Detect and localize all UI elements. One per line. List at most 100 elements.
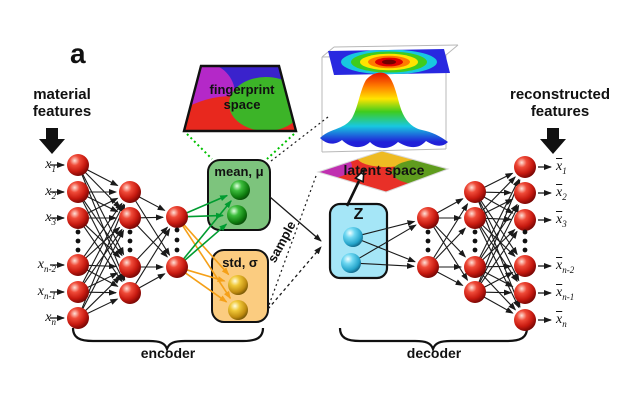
neuron-node: [514, 156, 536, 178]
network-edge: [84, 276, 121, 313]
ellipsis-dot: [425, 229, 431, 235]
ellipsis-dot: [472, 238, 478, 244]
neuron-node: [119, 282, 141, 304]
neuron-node: [417, 207, 439, 229]
input-label-xn2: xn-2: [37, 257, 56, 274]
input-label-x3: x3: [45, 210, 56, 227]
network-edge: [85, 195, 119, 213]
ellipsis-dot: [522, 247, 528, 253]
network-edge: [183, 223, 228, 262]
latent-z-node: [343, 227, 363, 247]
network-edge: [483, 263, 513, 270]
network-edge: [183, 271, 228, 303]
network-edge: [82, 225, 123, 283]
network-edge: [482, 172, 514, 189]
ellipsis-dot: [127, 229, 133, 235]
network-edge: [85, 168, 119, 187]
network-edge: [482, 295, 514, 314]
network-edge: [82, 199, 123, 257]
std-box-label: std, σ: [222, 255, 258, 270]
std-to-z-sample-line: [267, 246, 322, 310]
network-edge: [84, 223, 121, 259]
fingerprint-space-label: fingerprint space: [209, 82, 275, 112]
encoder-brace: [71, 327, 265, 353]
network-edge: [361, 220, 416, 236]
zoom-connector-lines: [186, 116, 329, 306]
neuron-node: [166, 206, 188, 228]
network-edge: [185, 268, 226, 282]
network-nodes: [67, 154, 536, 331]
network-edge: [182, 200, 232, 261]
network-edge: [482, 271, 514, 289]
ellipsis-dot: [75, 247, 81, 253]
network-edge: [135, 224, 169, 258]
network-edge: [432, 225, 469, 282]
z-box-label: Z: [353, 206, 364, 223]
neuron-node: [514, 255, 536, 277]
network-edge: [81, 203, 125, 285]
ellipsis-dot: [75, 229, 81, 235]
neuron-node: [67, 254, 89, 276]
ellipsis-dot: [522, 229, 528, 235]
output-label-xn1: xn-1: [556, 285, 575, 302]
neuron-node: [514, 282, 536, 304]
material-features-caption: material features: [32, 86, 92, 121]
ellipsis-dot: [174, 247, 180, 253]
input-label-x2: x2: [45, 184, 56, 201]
network-edge: [480, 273, 517, 311]
network-edge: [478, 204, 520, 285]
latent-space-label: latent space: [343, 162, 425, 178]
network-edge: [435, 270, 464, 286]
network-edge: [480, 176, 516, 212]
network-edge: [479, 230, 518, 285]
network-edge: [83, 171, 121, 209]
network-edge: [181, 224, 231, 300]
network-edge: [435, 198, 464, 215]
network-edges: [50, 162, 552, 323]
mean-box-label: mean, μ: [214, 164, 264, 179]
reconstructed-features-arrow-icon: [540, 128, 566, 154]
network-edge: [478, 178, 520, 260]
network-edge: [81, 172, 125, 256]
network-edge: [81, 229, 125, 311]
neuron-node: [67, 207, 89, 229]
network-edge: [135, 226, 169, 261]
decoder-brace: [338, 327, 529, 353]
ellipsis-dot: [425, 238, 431, 244]
neuron-node: [166, 256, 188, 278]
neuron-node: [119, 256, 141, 278]
neuron-node: [514, 182, 536, 204]
ellipsis-dot: [127, 238, 133, 244]
latent-z-node: [341, 253, 361, 273]
network-edge: [85, 298, 119, 315]
neuron-node: [464, 281, 486, 303]
output-label-xn2: xn-2: [556, 258, 575, 275]
neuron-node: [464, 181, 486, 203]
output-label-xn: xn: [556, 312, 567, 329]
std-node: [228, 300, 248, 320]
network-edge: [432, 203, 469, 260]
ellipsis-dot: [75, 238, 81, 244]
network-edge: [433, 224, 467, 258]
ellipsis-dot: [472, 229, 478, 235]
network-edge: [85, 197, 119, 215]
network-edge: [479, 199, 518, 256]
network-edge: [134, 228, 171, 286]
network-edge: [361, 239, 416, 263]
network-edge: [483, 216, 513, 223]
material-features-arrow-icon: [39, 128, 65, 154]
network-edge: [82, 202, 123, 258]
neuron-node: [119, 181, 141, 203]
network-edge: [182, 223, 230, 276]
network-edge: [481, 223, 516, 257]
neuron-node: [464, 256, 486, 278]
contour-plane: [328, 49, 450, 75]
neuron-node: [514, 209, 536, 231]
network-edge: [184, 194, 229, 215]
network-edge: [134, 199, 171, 256]
neuron-node: [119, 207, 141, 229]
ellipsis-dot: [425, 247, 431, 253]
neuron-node: [464, 207, 486, 229]
